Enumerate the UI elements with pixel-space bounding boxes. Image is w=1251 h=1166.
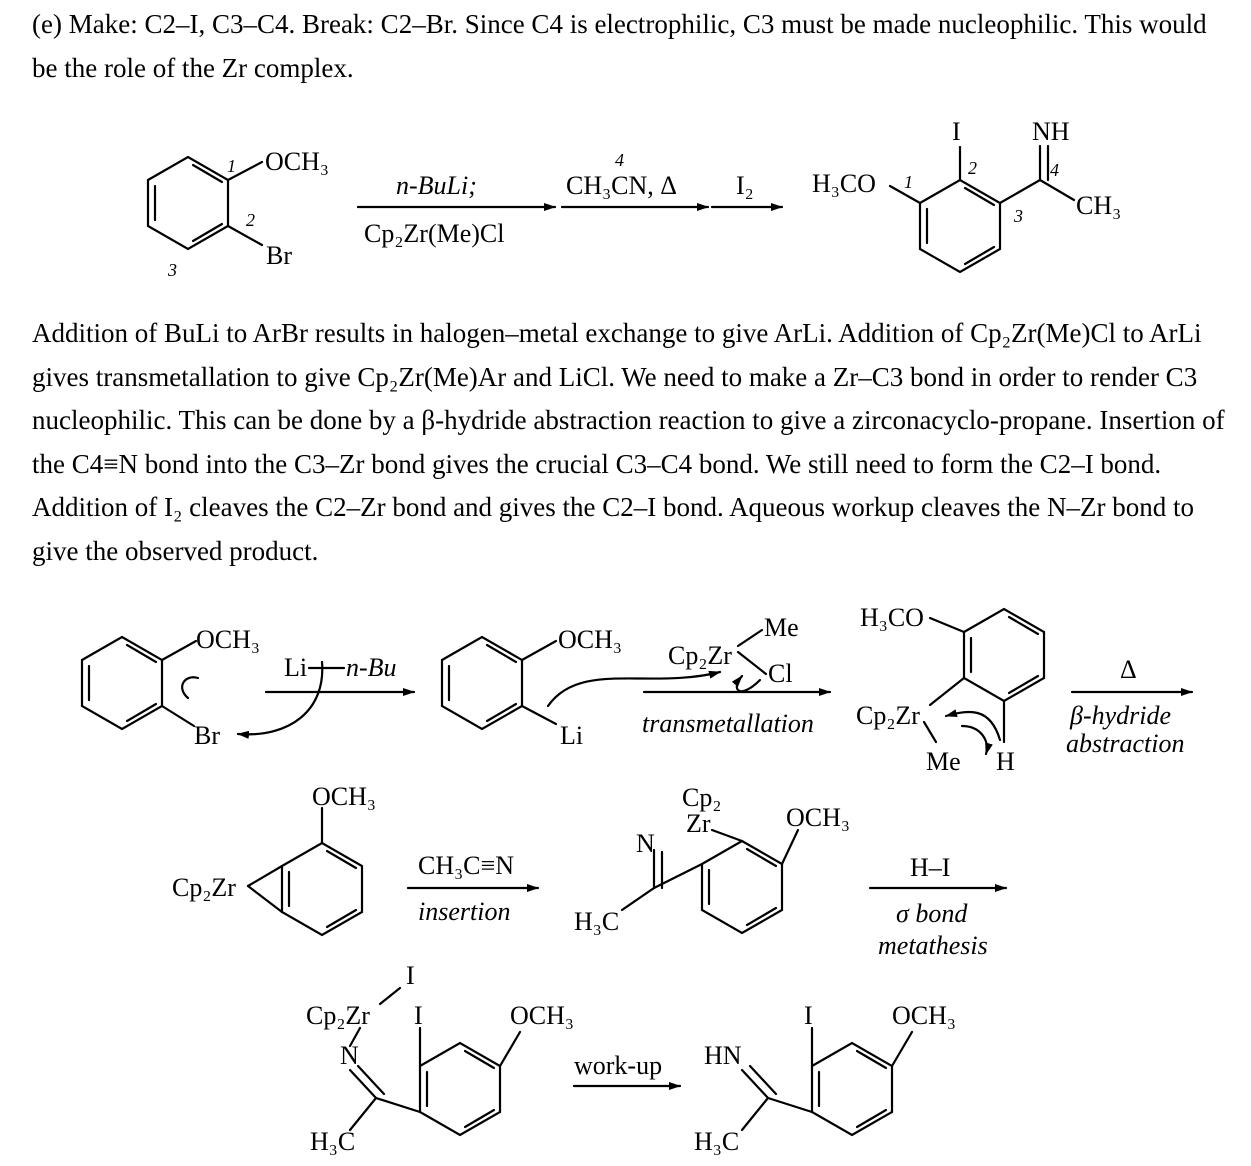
cl-label: Cl xyxy=(768,659,793,688)
zirconacyclopropane-ring xyxy=(246,806,364,937)
product-number-3: 3 xyxy=(1013,206,1023,226)
curved-arrow-exchange xyxy=(236,660,324,739)
i-label-product: I xyxy=(804,1001,813,1030)
sentence-3: We need to make a Zr–C3 bond in order to… xyxy=(32,361,1198,436)
sentence-6: We still need to form the C2–I bond. xyxy=(765,448,1162,479)
sigma-bond-label: σ bond xyxy=(896,899,968,928)
nbu-label: n-Bu xyxy=(346,653,397,682)
start-benzene-ring xyxy=(146,155,264,251)
nitrile-label: CH₃C≡N xyxy=(418,851,514,880)
curved-arrow-transmetal-2 xyxy=(731,674,762,693)
mechanism-row-1: OCH₃ Br Li n-Bu OCH₃ Li Cp₂Zr Me Cl tran… xyxy=(80,603,1194,776)
aryl-bromide-ring xyxy=(80,635,200,731)
zr-label: Zr xyxy=(686,809,711,838)
och3-label-6: OCH₃ xyxy=(892,1001,956,1030)
zirconacycle-ring xyxy=(620,828,800,935)
sentence-1: Addition of BuLi to ArBr results in halo… xyxy=(32,318,833,348)
intro-text: (e) Make: C2–I, C3–C4. Break: C2–Br. Sin… xyxy=(32,9,1207,83)
hn-label: HN xyxy=(704,1041,742,1070)
sentence-5: Insertion of the C4≡N bond into the C3–Z… xyxy=(32,405,1225,479)
start-och3-label: OCH₃ xyxy=(265,147,329,176)
mechanism-row-3: I Cp₂Zr I N H₃C OCH₃ work-up I HN H₃C OC… xyxy=(306,961,956,1156)
cp2zr-label-3: Cp₂Zr xyxy=(306,1001,370,1030)
li-label: Li xyxy=(284,653,307,682)
och3-label: OCH₃ xyxy=(196,625,260,654)
product-ch3-label: CH₃ xyxy=(1076,191,1121,220)
atom-number-2: 2 xyxy=(246,210,255,230)
product-h3co-label: H₃CO xyxy=(812,169,876,198)
transmetallation-label: transmetallation xyxy=(642,709,814,738)
cp2zr-label-2: Cp₂Zr xyxy=(172,873,236,902)
curved-arrow-beta-h xyxy=(944,709,1002,742)
sentence-8: Aqueous workup cleaves the N–Zr bond to … xyxy=(32,492,1194,566)
reagent-nbuli: n-BuLi; xyxy=(396,171,477,200)
mechanism-row-2: OCH₃ Cp₂Zr CH₃C≡N insertion Cp₂ Zr N H₃C… xyxy=(172,782,1008,960)
i-label-zr: I xyxy=(406,961,415,990)
och3-label-4: OCH₃ xyxy=(786,803,850,832)
h3c-label-3: H₃C xyxy=(694,1127,739,1156)
cp2zr-reagent: Cp₂Zr xyxy=(668,641,732,670)
product-number-4: 4 xyxy=(1050,160,1059,180)
h3c-label: H₃C xyxy=(574,907,619,936)
reagent-cp2zrmecl: Cp₂Zr(Me)Cl xyxy=(364,219,505,248)
curved-arrow-transmetal-1 xyxy=(546,670,722,708)
cp2-label: Cp₂ xyxy=(682,783,721,812)
h-label: H xyxy=(996,747,1015,776)
delta-label: Δ xyxy=(1120,655,1137,684)
final-product-ring xyxy=(740,1026,914,1137)
atom-number-1: 1 xyxy=(227,156,236,176)
me-label-2: Me xyxy=(926,747,961,776)
product-i-label: I xyxy=(952,117,961,146)
reagent-i2: I₂ xyxy=(736,171,754,200)
insertion-label: insertion xyxy=(418,897,510,926)
cp2zr-label: Cp₂Zr xyxy=(856,701,920,730)
i-label-aryl: I xyxy=(414,1001,423,1030)
och3-label-5: OCH₃ xyxy=(510,1001,574,1030)
start-br-label: Br xyxy=(266,241,292,270)
n-label-2: N xyxy=(340,1041,359,1070)
n-label: N xyxy=(636,829,655,858)
li-label-2: Li xyxy=(560,721,583,750)
och3-label-2: OCH₃ xyxy=(558,625,622,654)
workup-label: work-up xyxy=(574,1051,662,1080)
curved-arrow-me xyxy=(960,724,993,756)
explanation-paragraph: Addition of BuLi to ArBr results in halo… xyxy=(32,312,1232,574)
atom-number-3: 3 xyxy=(167,260,177,280)
atom-number-4: 4 xyxy=(615,150,624,170)
product-benzene-ring xyxy=(888,144,1076,274)
product-number-1: 1 xyxy=(904,172,913,192)
hi-label: H–I xyxy=(910,853,950,882)
sentence-2: Addition of Cp₂Zr(Me)Cl to ArLi gives tr… xyxy=(32,318,1202,392)
aryl-zirconium-ring xyxy=(922,607,1046,756)
och3-label-3: OCH₃ xyxy=(312,782,376,811)
overview-scheme: OCH₃ Br 1 2 3 n-BuLi; Cp₂Zr(Me)Cl 4 CH₃C… xyxy=(146,117,1121,280)
product-nh-label: NH xyxy=(1032,117,1070,146)
br-label: Br xyxy=(194,721,220,750)
abstraction-label: abstraction xyxy=(1066,729,1184,758)
metathesis-label: metathesis xyxy=(878,931,988,960)
aryllithium-ring xyxy=(440,635,558,731)
beta-hydride-label: β-hydride xyxy=(1069,701,1171,730)
sentence-7: Addition of I₂ cleaves the C2–Zr bond an… xyxy=(32,492,724,523)
me-label: Me xyxy=(764,613,799,642)
sentence-4: This can be done by a β-hydride abstract… xyxy=(178,405,1093,436)
product-number-2: 2 xyxy=(968,158,977,178)
imine-zr-ring xyxy=(348,986,522,1137)
h3c-label-2: H₃C xyxy=(310,1127,355,1156)
h3co-label: H₃CO xyxy=(860,603,924,632)
reagent-ch3cn: CH₃CN, Δ xyxy=(566,171,677,200)
